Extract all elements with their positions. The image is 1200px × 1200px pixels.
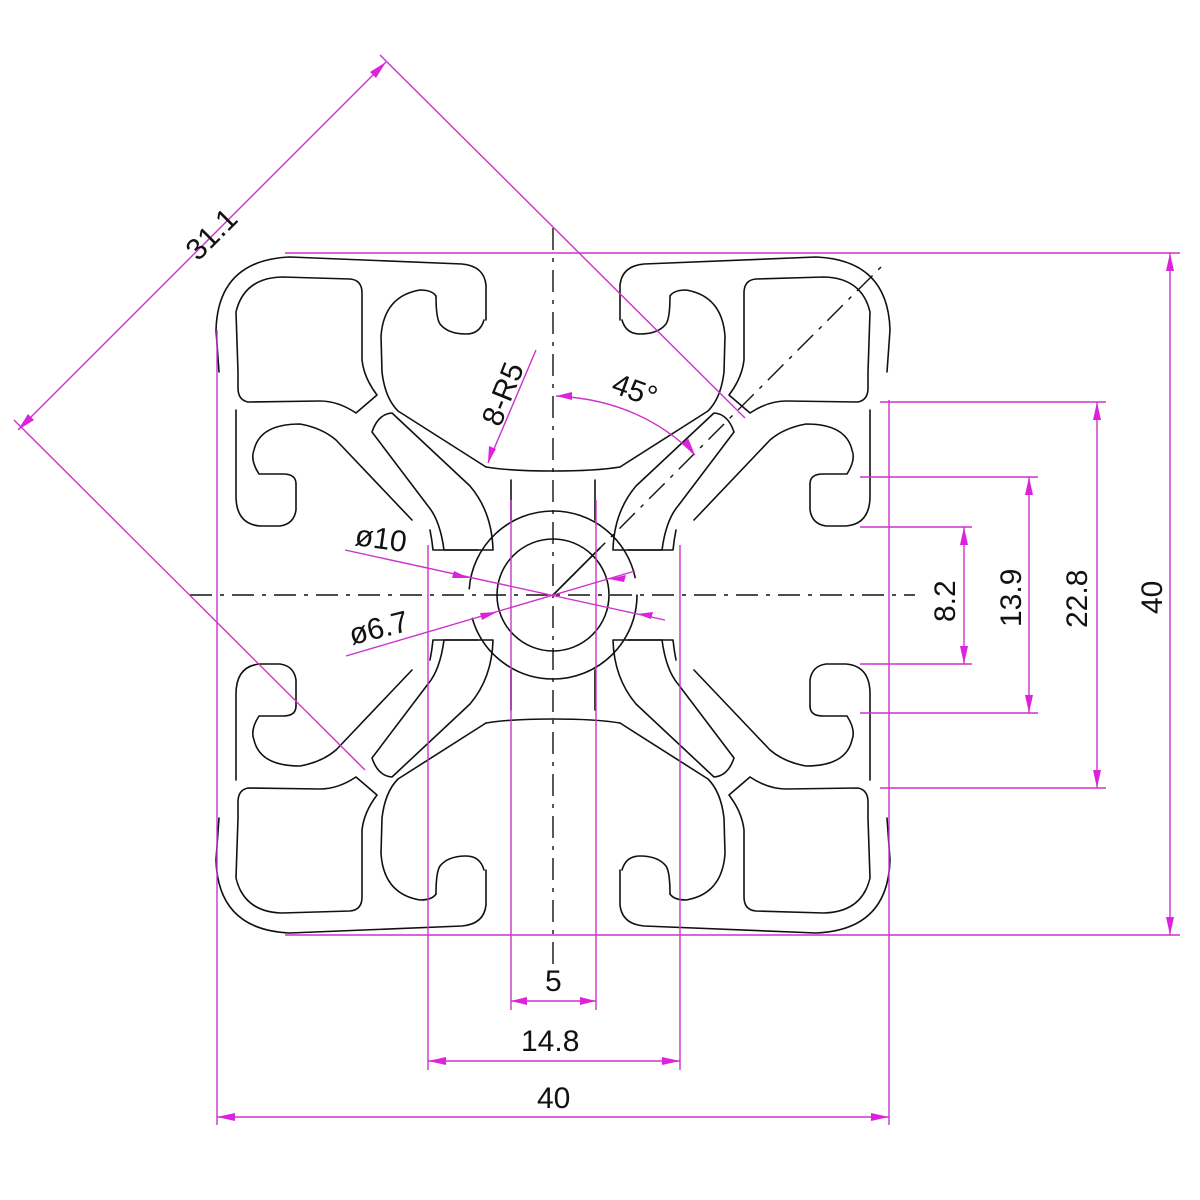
- label-slot-span: 22.8: [1061, 570, 1094, 628]
- label-core-width: 14.8: [521, 1025, 579, 1058]
- label-bore-inner: ø6.7: [346, 605, 412, 652]
- label-diagonal-31-1: 31.1: [180, 202, 245, 267]
- label-width: 40: [537, 1082, 570, 1115]
- label-slot-inner: 13.9: [995, 569, 1028, 627]
- label-web-width: 5: [545, 965, 562, 998]
- dimension-lines: [13, 54, 1180, 1125]
- label-bore-outer: ø10: [353, 519, 409, 559]
- label-slot-opening: 8.2: [929, 580, 962, 622]
- label-fillet-r5: 8-R5: [476, 358, 531, 431]
- diagonal-centerline: [559, 263, 885, 589]
- dimension-labels: 31.1 8-R5 45° ø10 ø6.7 8.2 13.9 22.8 40 …: [180, 202, 1169, 1115]
- label-height: 40: [1136, 581, 1169, 614]
